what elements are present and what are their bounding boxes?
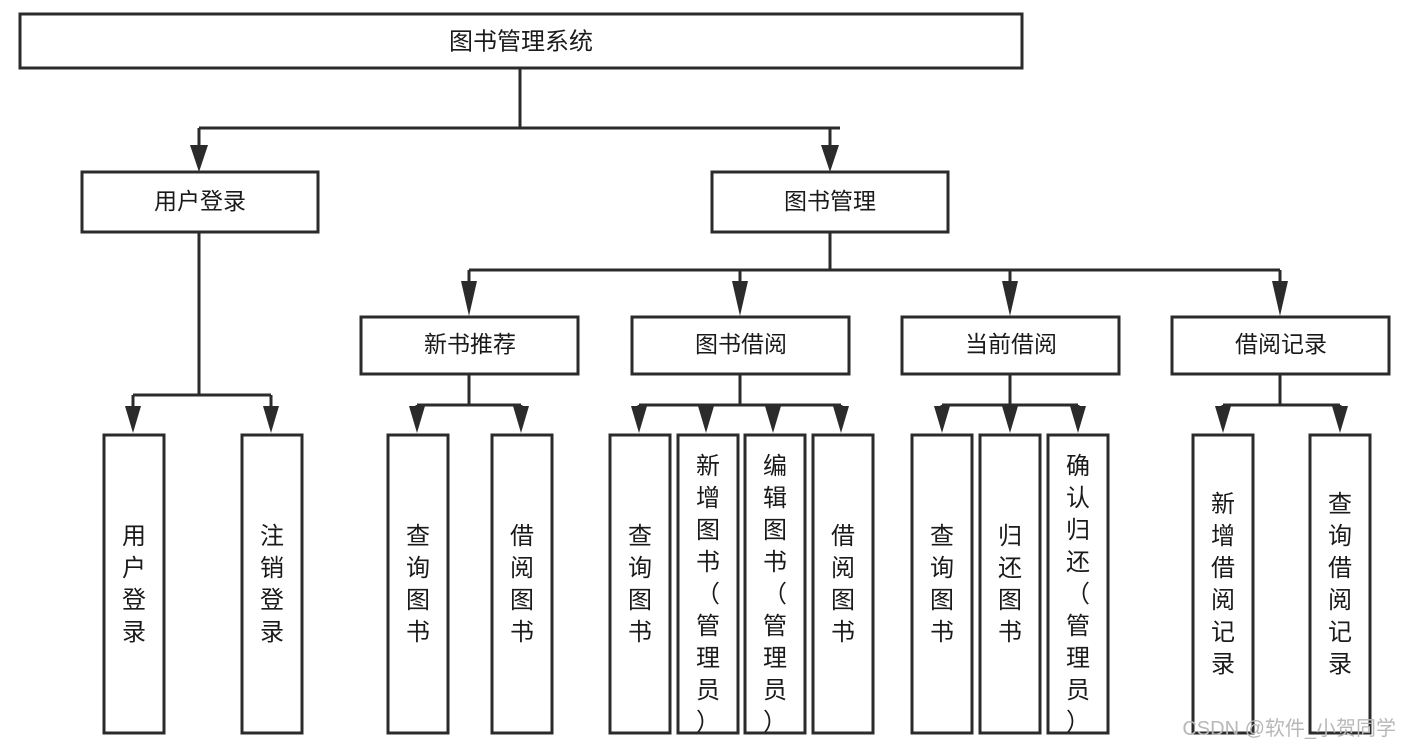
- node-book-management-box[interactable]: [710, 170, 950, 234]
- node-leaf-borrow-book-2-box[interactable]: [811, 433, 875, 735]
- node-leaf-query-book-3-box[interactable]: [910, 433, 974, 735]
- node-leaf-add-book-box[interactable]: [676, 433, 740, 735]
- node-leaf-edit-book-label: 编辑图书（管理员）: [763, 453, 787, 736]
- node-root-label: 图书管理系统: [449, 28, 593, 55]
- node-leaf-borrow-book-1-label: 借阅图书: [510, 523, 534, 646]
- arrow-head-leaf-query-book-3: [934, 406, 950, 433]
- arrow-head-leaf-borrow-book-2: [833, 406, 849, 433]
- node-leaf-query-book-2-box[interactable]: [608, 433, 672, 735]
- node-leaf-borrow-book-2[interactable]: 借阅图书: [811, 433, 875, 735]
- node-root[interactable]: 图书管理系统: [18, 12, 1024, 70]
- node-root-box[interactable]: [18, 12, 1024, 70]
- node-leaf-confirm-return[interactable]: 确认归还（管理员）: [1046, 433, 1110, 736]
- node-borrow-record-label: 借阅记录: [1235, 331, 1327, 357]
- arrow-head-leaf-query-book-2: [631, 406, 647, 433]
- node-leaf-borrow-book-1[interactable]: 借阅图书: [490, 433, 554, 735]
- node-leaf-logout-login-box[interactable]: [240, 433, 304, 735]
- node-user-login-box[interactable]: [80, 170, 320, 234]
- arrow-head-leaf-query-record: [1332, 406, 1348, 433]
- node-leaf-query-book-3[interactable]: 查询图书: [910, 433, 974, 735]
- node-leaf-user-login-label: 用户登录: [122, 523, 146, 646]
- node-leaf-edit-book-box[interactable]: [743, 433, 807, 735]
- arrow-head-current-borrow: [1002, 281, 1018, 316]
- node-leaf-logout-login-label: 注销登录: [260, 523, 284, 646]
- arrow-head-leaf-user-login: [125, 406, 141, 433]
- arrow-head-leaf-add-book: [698, 406, 714, 433]
- node-leaf-user-login-box[interactable]: [102, 433, 166, 735]
- arrow-head-borrow-record: [1272, 281, 1288, 316]
- node-user-login-label: 用户登录: [154, 188, 246, 214]
- node-leaf-add-record-label: 新增借阅记录: [1211, 491, 1235, 678]
- node-leaf-add-book-label: 新增图书（管理员）: [696, 453, 720, 736]
- node-leaf-user-login[interactable]: 用户登录: [102, 433, 166, 735]
- node-leaf-return-book-box[interactable]: [978, 433, 1042, 735]
- node-leaf-query-book-2-label: 查询图书: [628, 523, 652, 646]
- node-leaf-query-book-2[interactable]: 查询图书: [608, 433, 672, 735]
- node-leaf-add-book[interactable]: 新增图书（管理员）: [676, 433, 740, 736]
- node-leaf-edit-book[interactable]: 编辑图书（管理员）: [743, 433, 807, 736]
- node-book-borrow[interactable]: 图书借阅: [630, 315, 851, 376]
- node-borrow-record[interactable]: 借阅记录: [1170, 315, 1391, 376]
- node-leaf-query-book-3-label: 查询图书: [930, 523, 954, 646]
- node-user-login[interactable]: 用户登录: [80, 170, 320, 234]
- node-borrow-record-box[interactable]: [1170, 315, 1391, 376]
- node-leaf-query-book-1-box[interactable]: [386, 433, 450, 735]
- node-new-book-recommend-label: 新书推荐: [424, 331, 516, 357]
- node-leaf-return-book-label: 归还图书: [998, 523, 1022, 646]
- node-current-borrow-box[interactable]: [900, 315, 1121, 376]
- node-book-management[interactable]: 图书管理: [710, 170, 950, 234]
- csdn-watermark: CSDN @软件_小贺同学: [1182, 717, 1396, 740]
- arrow-head-user-login: [190, 145, 208, 172]
- node-leaf-logout-login[interactable]: 注销登录: [240, 433, 304, 735]
- node-leaf-confirm-return-label: 确认归还（管理员）: [1066, 453, 1090, 736]
- node-current-borrow-label: 当前借阅: [965, 331, 1057, 357]
- node-leaf-query-book-1[interactable]: 查询图书: [386, 433, 450, 735]
- node-leaf-borrow-book-2-label: 借阅图书: [831, 523, 855, 646]
- arrow-head-book-borrow: [732, 281, 748, 316]
- arrow-head-leaf-edit-book: [765, 406, 781, 433]
- node-leaf-add-record-box[interactable]: [1191, 433, 1255, 735]
- node-leaf-confirm-return-box[interactable]: [1046, 433, 1110, 735]
- arrow-head-leaf-query-book-1: [409, 406, 425, 433]
- node-book-management-label: 图书管理: [784, 188, 876, 214]
- arrow-head-book-management: [821, 145, 839, 172]
- connector-layer: [125, 68, 1348, 433]
- node-new-book-recommend[interactable]: 新书推荐: [359, 315, 580, 376]
- node-current-borrow[interactable]: 当前借阅: [900, 315, 1121, 376]
- arrow-head-leaf-return-book: [1002, 406, 1018, 433]
- node-leaf-borrow-book-1-box[interactable]: [490, 433, 554, 735]
- node-leaf-query-book-1-label: 查询图书: [406, 523, 430, 646]
- arrow-head-new-book-recommend: [461, 281, 477, 316]
- node-book-borrow-label: 图书借阅: [695, 331, 787, 357]
- node-book-borrow-box[interactable]: [630, 315, 851, 376]
- arrow-head-leaf-add-record: [1215, 406, 1231, 433]
- node-leaf-query-record-label: 查询借阅记录: [1328, 491, 1352, 678]
- arrow-head-leaf-logout-login: [263, 406, 279, 433]
- arrow-head-leaf-borrow-book-1: [513, 406, 529, 433]
- node-leaf-query-record-box[interactable]: [1308, 433, 1372, 735]
- node-leaf-query-record[interactable]: 查询借阅记录: [1308, 433, 1372, 735]
- node-leaf-add-record[interactable]: 新增借阅记录: [1191, 433, 1255, 735]
- node-new-book-recommend-box[interactable]: [359, 315, 580, 376]
- node-leaf-return-book[interactable]: 归还图书: [978, 433, 1042, 735]
- arrow-head-leaf-confirm-return: [1070, 406, 1086, 433]
